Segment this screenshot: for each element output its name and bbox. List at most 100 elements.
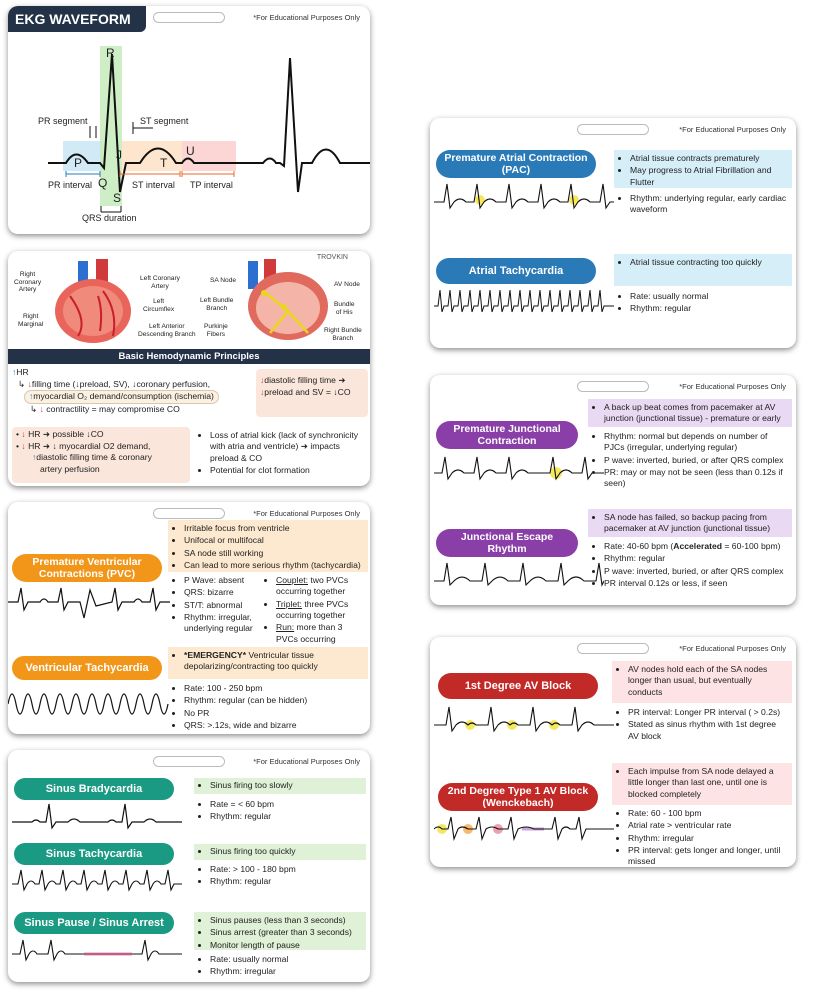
edu-note: *For Educational Purposes Only bbox=[253, 13, 360, 22]
hemo-upper-left: ↑HR ↳ ↓filling time (↓preload, SV), ↓cor… bbox=[8, 364, 258, 426]
chain-1: filling time (↓preload, SV), ↓coronary p… bbox=[31, 378, 211, 389]
hemo-bullet: Potential for clot formation bbox=[210, 465, 363, 476]
sinus-tachy-top: Sinus firing too quickly bbox=[194, 844, 366, 860]
edu-note: *For Educational Purposes Only bbox=[679, 644, 786, 653]
triplet-desc: three PVCs occurring together bbox=[276, 598, 349, 621]
first-av-rhythm-strip bbox=[434, 706, 614, 733]
jer-bottom-box: Rate: 40-60 bpm (Accelerated = 60-100 bp… bbox=[588, 538, 792, 593]
sinus-pause-pill: Sinus Pause / Sinus Arrest bbox=[14, 912, 174, 934]
avblock-card: *For Educational Purposes Only 1st Degre… bbox=[430, 637, 796, 867]
first-av-bullet: PR interval: Longer PR interval ( > 0.2s… bbox=[628, 707, 787, 718]
sinus-pause-strip bbox=[12, 939, 182, 962]
ekg-diagram bbox=[48, 46, 370, 213]
at-bottom-box: Rate: usually normal Rhythm: regular bbox=[614, 288, 792, 319]
label-st-segment: ST segment bbox=[140, 116, 189, 126]
qrs-lower-region bbox=[100, 181, 122, 206]
label-left-anterior: Left Anterior Descending Branch bbox=[138, 323, 196, 338]
second-av-bullet: Rhythm: irregular bbox=[628, 833, 787, 844]
label-bundle-his: Bundle of His bbox=[334, 301, 355, 316]
pjc-bullet: Rhythm: normal but depends on number of … bbox=[604, 431, 787, 454]
label-qrs-duration: QRS duration bbox=[82, 213, 137, 223]
card-slot bbox=[153, 508, 225, 519]
label-left-coronary: Left Coronary Artery bbox=[140, 275, 180, 290]
first-av-title-pill: 1st Degree AV Block bbox=[438, 673, 598, 699]
card-slot bbox=[577, 643, 649, 654]
tachy-bullet: Rate: > 100 - 180 bpm bbox=[210, 864, 361, 875]
pac-bottom-box: Rhythm: underlying regular, early cardia… bbox=[614, 190, 792, 220]
edu-note: *For Educational Purposes Only bbox=[679, 382, 786, 391]
sinus-brady-strip bbox=[12, 803, 182, 830]
pvc-top-box: Irritable focus from ventricle Unifocal … bbox=[168, 520, 368, 572]
st-region bbox=[122, 141, 182, 171]
right-2: preload and SV = ↓CO bbox=[264, 386, 351, 397]
label-S: S bbox=[113, 191, 122, 205]
ekg-trace bbox=[48, 53, 370, 193]
second-av-bottom-box: Rate: 60 - 100 bpm Atrial rate > ventric… bbox=[612, 805, 792, 867]
heart-illustrations bbox=[55, 259, 328, 343]
label-pr-interval: PR interval bbox=[48, 180, 93, 190]
label-U: U bbox=[186, 144, 195, 158]
pvc-detail: P Wave: absent bbox=[184, 575, 257, 586]
label-P: P bbox=[74, 156, 83, 170]
edu-note: *For Educational Purposes Only bbox=[679, 125, 786, 134]
jer-bullet: SA node has failed, so backup pacing fro… bbox=[604, 512, 787, 535]
at-bullet: Rhythm: regular bbox=[630, 303, 787, 314]
vt-desc: Ventricular tissue depolarizing/contract… bbox=[184, 650, 318, 672]
label-purkinje: Purkinje Fibers bbox=[204, 323, 228, 338]
vt-bullet: Rate: 100 - 250 bpm bbox=[184, 683, 363, 694]
pause-bullet: Sinus pauses (less than 3 seconds) bbox=[210, 915, 361, 926]
label-st-interval: ST interval bbox=[132, 180, 175, 190]
brady-bullet: Sinus firing too slowly bbox=[210, 780, 361, 791]
at-bullet: Atrial tissue contracting too quickly bbox=[630, 257, 787, 268]
pvc-detail: QRS: bizarre bbox=[184, 587, 257, 598]
jer-rate-post: = 60-100 bpm) bbox=[722, 541, 781, 551]
pause-bullet: Rate: usually normal bbox=[210, 954, 361, 965]
triplet-term: Triplet: bbox=[276, 598, 302, 609]
pvc-detail: ST/T: abnormal bbox=[184, 600, 257, 611]
couplet-desc: two PVCs occurring together bbox=[276, 575, 349, 597]
card-slot bbox=[577, 124, 649, 135]
chain-2: myocardial O₂ demand/consumption (ischem… bbox=[33, 391, 214, 402]
label-tp-interval: TP interval bbox=[190, 180, 233, 190]
sinus-tachy-bottom: Rate: > 100 - 180 bpm Rhythm: regular bbox=[194, 861, 366, 892]
pjc-title-pill: Premature Junctional Contraction bbox=[436, 421, 578, 449]
couplet-term: Couplet: bbox=[276, 575, 309, 585]
label-left-circumflex: Left Circumflex bbox=[143, 298, 175, 313]
ventricular-card: *For Educational Purposes Only Premature… bbox=[8, 502, 370, 734]
second-av-bullet: Atrial rate > ventricular rate bbox=[628, 820, 787, 831]
brand-label: TROVKIN bbox=[316, 254, 348, 261]
label-av-node: AV Node bbox=[334, 281, 360, 288]
pjc-top-box: A back up beat comes from pacemaker at A… bbox=[588, 399, 792, 427]
run-term: Run: bbox=[276, 622, 295, 633]
vt-emergency: *EMERGENCY* bbox=[184, 650, 247, 660]
card-slot bbox=[153, 756, 225, 767]
ekg-waveform-card: EKG WAVEFORM *For Educational Purposes O… bbox=[8, 6, 370, 234]
brady-bullet: Rhythm: regular bbox=[210, 811, 361, 822]
label-Q: Q bbox=[98, 176, 108, 190]
p-wave-region bbox=[63, 141, 103, 171]
vt-rhythm-strip bbox=[8, 693, 169, 715]
sinus-card: *For Educational Purposes Only Sinus Bra… bbox=[8, 750, 370, 982]
hemo-bullet: Loss of atrial kick (lack of synchronici… bbox=[210, 430, 363, 464]
low-2: HR ➜ ↓ myocardial O2 demand, bbox=[28, 440, 151, 451]
pvc-left-box: P Wave: absent QRS: bizarre ST/T: abnorm… bbox=[168, 572, 262, 639]
label-T: T bbox=[160, 156, 168, 170]
at-bullet: Rate: usually normal bbox=[630, 291, 787, 302]
ekg-title: EKG WAVEFORM bbox=[15, 11, 131, 27]
right-1: diastolic filling time ➜ bbox=[264, 375, 346, 385]
at-top-box: Atrial tissue contracting too quickly bbox=[614, 254, 792, 286]
pac-top-box: Atrial tissue contracts prematurely May … bbox=[614, 150, 792, 188]
second-av-rhythm-strip bbox=[434, 816, 614, 842]
second-av-bullet: Rate: 60 - 100 bpm bbox=[628, 808, 787, 819]
pvc-rhythm-strip bbox=[8, 587, 170, 619]
tp-region bbox=[182, 141, 236, 171]
low-1: HR ➜ possible ↓CO bbox=[28, 429, 104, 439]
sinus-tachy-strip bbox=[12, 869, 182, 892]
at-rhythm-strip bbox=[434, 289, 614, 313]
pvc-bullet: Irritable focus from ventricle bbox=[184, 523, 363, 534]
vt-title-pill: Ventricular Tachycardia bbox=[12, 656, 162, 680]
label-R: R bbox=[106, 46, 115, 60]
pvc-bullet: Unifocal or multifocal bbox=[184, 535, 363, 546]
sinus-tachy-pill: Sinus Tachycardia bbox=[14, 843, 174, 865]
hemo-title-bar: Basic Hemodynamic Principles bbox=[8, 349, 370, 364]
